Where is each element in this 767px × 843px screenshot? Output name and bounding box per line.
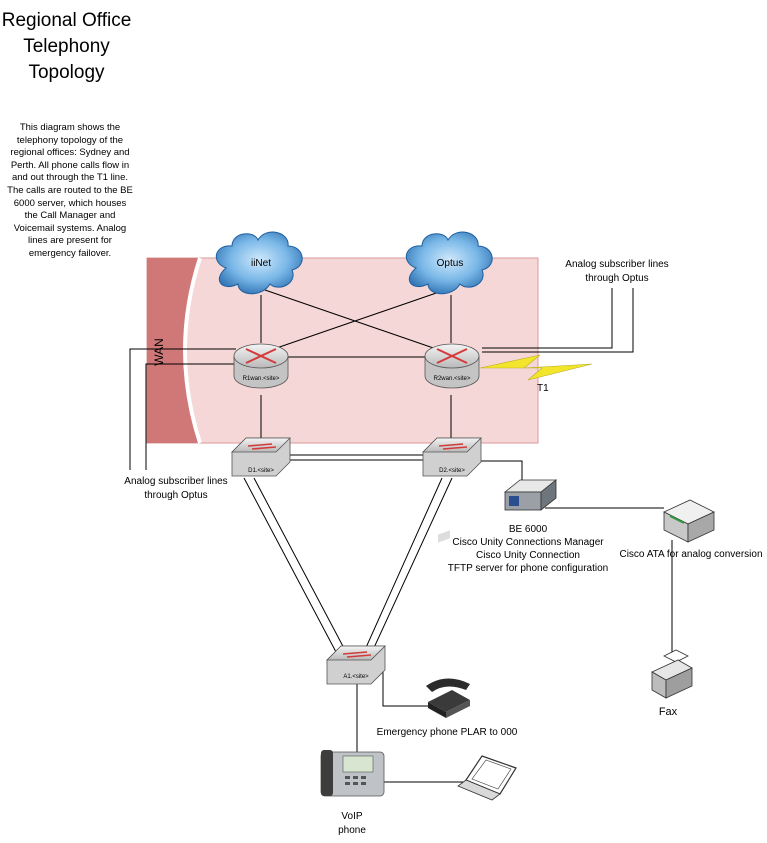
server-label-1: BE 6000 — [509, 524, 548, 535]
t1-label: T1 — [537, 383, 549, 394]
server-label-2: Cisco Unity Connections Manager — [452, 537, 604, 548]
analog-left-line2: through Optus — [144, 490, 207, 501]
ata-device-icon — [663, 499, 715, 543]
analog-right-line1: Analog subscriber lines — [565, 259, 668, 270]
emergency-phone-icon — [426, 530, 470, 718]
diagram-title: Regional Office Telephony Topology — [1, 10, 132, 83]
analog-left-line1: Analog subscriber lines — [124, 476, 227, 487]
wan-label: WAN — [152, 338, 166, 366]
switch-d1-icon — [231, 437, 291, 477]
router-r2-label: R2wan.<site> — [434, 376, 471, 382]
router-r2-icon — [424, 343, 480, 389]
optus-cloud-icon — [405, 231, 493, 295]
emergency-phone-label: Emergency phone PLAR to 000 — [377, 727, 518, 738]
fax-icon — [651, 649, 693, 699]
optus-label: Optus — [437, 258, 464, 269]
iinet-cloud-icon — [215, 231, 303, 295]
switch-d2-icon — [422, 437, 482, 477]
switch-a1-icon — [326, 645, 386, 685]
t1-lightning-icon — [479, 354, 593, 381]
server-icon — [503, 479, 558, 511]
voip-label-2: phone — [338, 825, 366, 836]
server-label-3: Cisco Unity Connection — [476, 550, 580, 561]
voip-phone-icon — [320, 750, 385, 797]
laptop-icon — [457, 755, 517, 801]
diagram-description: This diagram shows the telephony topolog… — [7, 122, 133, 259]
iinet-label: iiNet — [251, 258, 271, 269]
fax-label: Fax — [659, 706, 678, 718]
switch-a1-label: A1.<site> — [343, 674, 369, 680]
switch-d2-label: D2.<site> — [439, 468, 465, 474]
wan-region: WAN — [146, 257, 539, 444]
switch-d1-label: D1.<site> — [248, 468, 274, 474]
router-r1-icon — [233, 343, 289, 389]
analog-right-line2: through Optus — [585, 273, 648, 284]
ata-label: Cisco ATA for analog conversion — [619, 549, 762, 560]
server-label-4: TFTP server for phone configuration — [448, 563, 608, 574]
voip-label-1: VoIP — [341, 811, 362, 822]
router-r1-label: R1wan.<site> — [243, 376, 280, 382]
